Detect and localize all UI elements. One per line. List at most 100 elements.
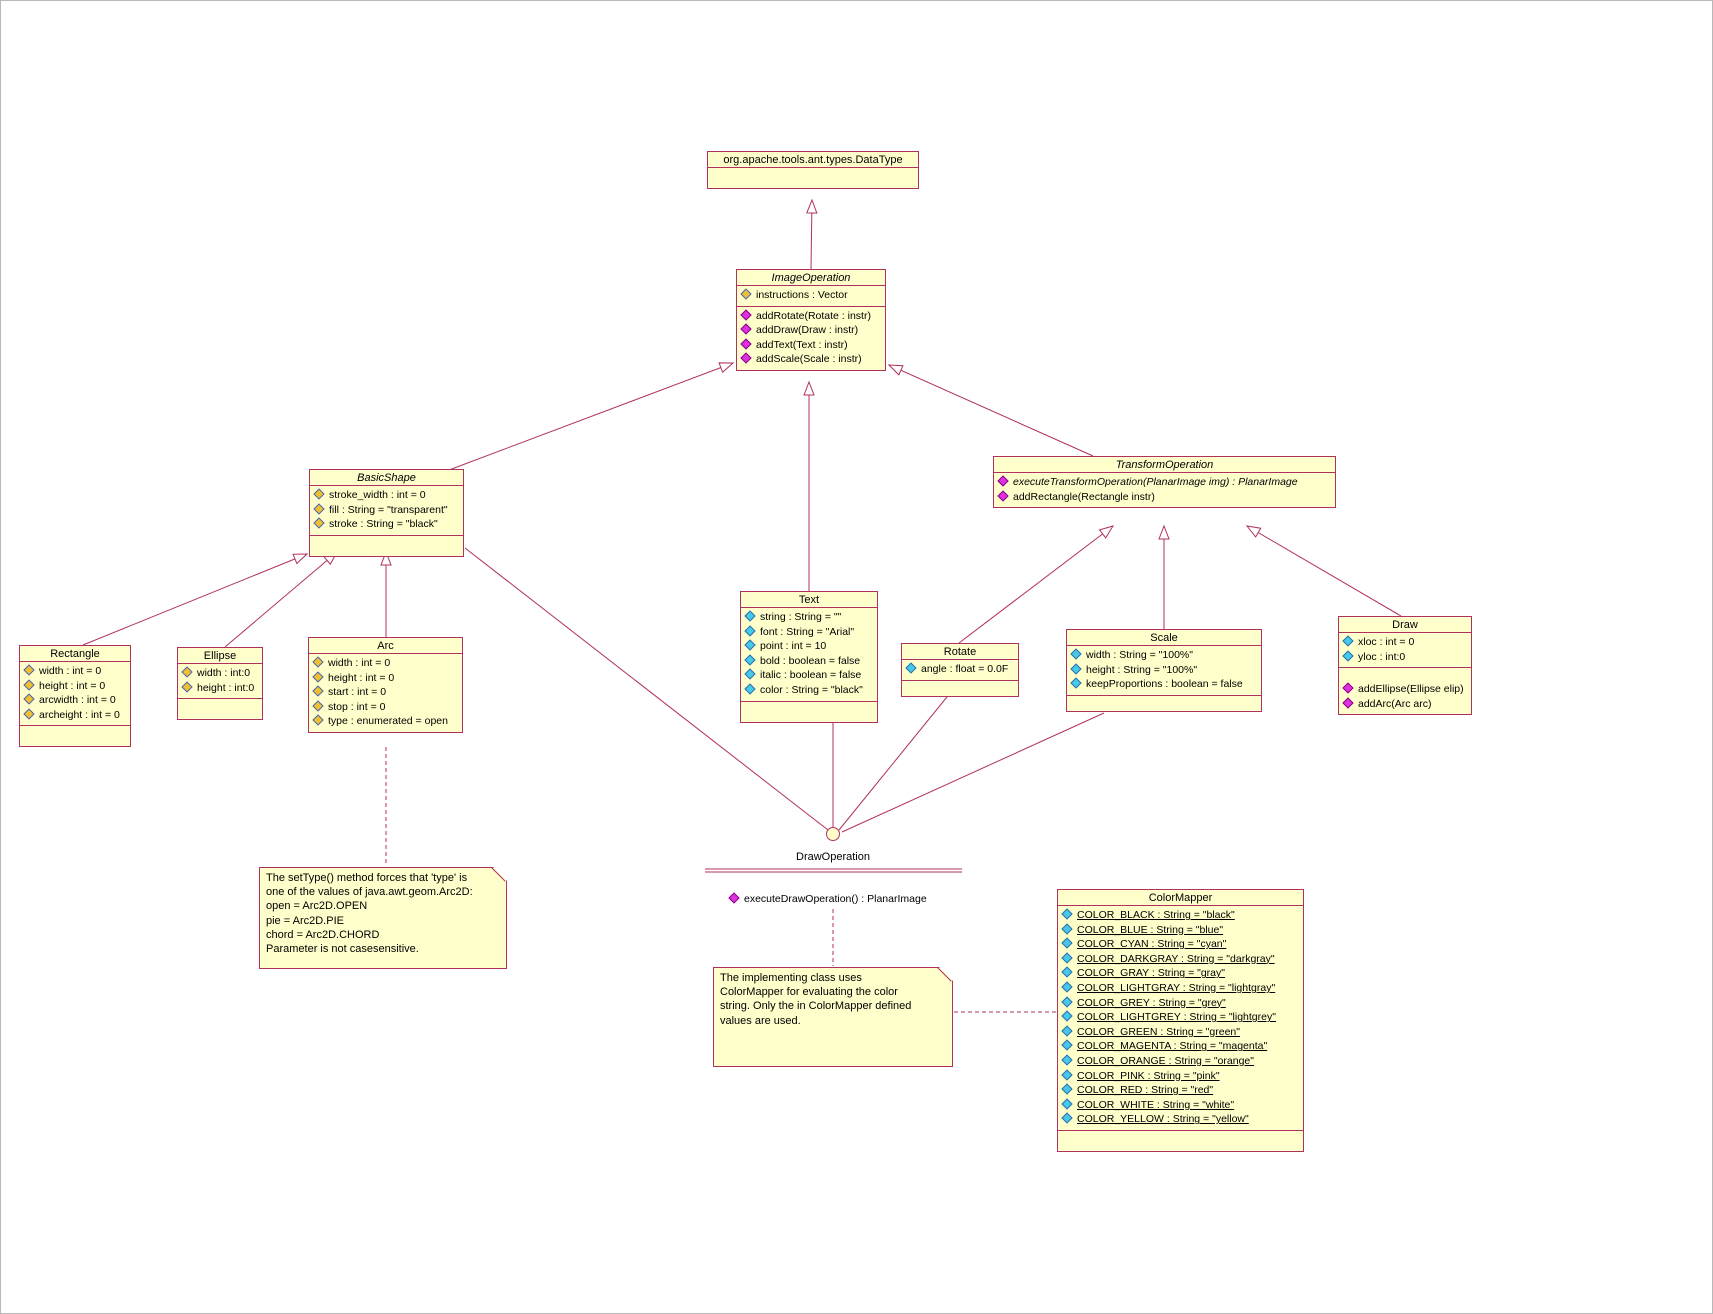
operation-row: addScale(Scale : instr) [740,352,882,367]
protected-attribute-icon [312,670,324,683]
attribute-row: point : int = 10 [744,639,874,654]
operation-row: addDraw(Draw : instr) [740,323,882,338]
attribute-row: color : String = "black" [744,683,874,698]
generalization-basicshape-imageoperation [448,362,735,471]
public-attribute-icon [1070,648,1082,660]
attribute-row: width : String = "100%" [1070,648,1258,663]
class-title: Draw [1392,619,1418,631]
empty-compartment [902,679,1018,696]
empty-compartment [20,725,130,746]
attribute-text: font : String = "Arial" [760,625,855,638]
attribute-row: COLOR_GREEN : String = "green" [1061,1025,1300,1040]
public-attribute-icon [744,654,756,666]
attribute-text: COLOR_RED : String = "red" [1077,1084,1214,1097]
class-title: ImageOperation [771,272,851,284]
generalization-transformoperation-imageoperation [887,364,1094,457]
attribute-row: fill : String = "transparent" [313,502,460,518]
operation-text: addRectangle(Rectangle instr) [1013,490,1155,503]
public-attribute-icon [1061,995,1073,1008]
class-colormapper: ColorMapper COLOR_BLACK : String = "blac… [1057,889,1304,1152]
public-attribute-icon [1342,635,1354,647]
operation-icon [740,308,752,321]
attribute-text: COLOR_CYAN : String = "cyan" [1077,938,1227,951]
public-attribute-icon [1061,1112,1073,1124]
attribute-text: COLOR_YELLOW : String = "yellow" [1077,1113,1249,1126]
public-attribute-icon [1061,1010,1073,1022]
protected-attribute-icon [23,664,35,676]
attribute-text: height : String = "100%" [1086,663,1198,676]
operation-icon [1342,682,1354,694]
operation-text: addArc(Arc arc) [1358,697,1432,710]
note-colormapper-usage: The implementing class uses ColorMapper … [713,967,953,1067]
attribute-text: height : int = 0 [328,671,395,684]
public-attribute-icon [744,683,756,695]
operation-row: addRectangle(Rectangle instr) [997,489,1332,505]
operations-compartment: addRotate(Rotate : instr) addDraw(Draw :… [737,305,885,370]
attribute-text: stroke_width : int = 0 [329,489,426,501]
protected-attribute-icon [312,714,324,727]
attribute-row: bold : boolean = false [744,654,874,669]
attribute-text: xloc : int = 0 [1358,636,1415,648]
attribute-row: COLOR_PINK : String = "pink" [1061,1068,1300,1084]
attribute-text: COLOR_BLACK : String = "black" [1077,909,1235,921]
attributes-compartment: width : int = 0 height : int = 0 start :… [309,653,462,732]
public-attribute-icon [1070,662,1082,675]
public-attribute-icon [1061,922,1073,935]
attributes-compartment: stroke_width : int = 0 fill : String = "… [310,485,463,535]
attribute-text: width : int = 0 [328,657,391,669]
attribute-text: COLOR_ORANGE : String = "orange" [1077,1054,1254,1067]
empty-compartment [741,700,877,722]
public-attribute-icon [1061,966,1073,979]
attribute-row: angle : float = 0.0F [905,662,1015,677]
attribute-row: COLOR_GREY : String = "grey" [1061,995,1300,1011]
attribute-text: start : int = 0 [328,686,387,699]
class-title: Rotate [943,646,977,658]
attribute-row: COLOR_LIGHTGRAY : String = "lightgray" [1061,981,1300,996]
operation-text: executeDrawOperation() : PlanarImage [744,893,927,905]
attribute-text: point : int = 10 [760,640,827,653]
attribute-text: width : int = 0 [39,665,102,677]
public-attribute-icon [1061,981,1073,993]
attribute-row: COLOR_LIGHTGREY : String = "lightgrey" [1061,1010,1300,1025]
attributes-compartment: instructions : Vector [737,285,885,306]
generalization-rectangle-basicshape [82,553,309,646]
protected-attribute-icon [313,517,325,529]
note-text: The setType() method forces that 'type' … [266,872,473,956]
public-attribute-icon [1061,1039,1073,1052]
operation-icon [997,475,1009,487]
operation-row: addArc(Arc arc) [1342,697,1468,712]
operation-text: addDraw(Draw : instr) [756,324,859,337]
protected-attribute-icon [312,700,324,712]
protected-attribute-icon [312,685,324,697]
class-rotate: Rotate angle : float = 0.0F [901,643,1019,697]
note-arc-settype: The setType() method forces that 'type' … [259,867,507,969]
operations-compartment: addEllipse(Ellipse elip) addArc(Arc arc) [1339,667,1471,714]
protected-attribute-icon [313,488,325,500]
class-title: Rectangle [50,648,100,660]
attribute-row: archeight : int = 0 [23,708,127,723]
class-title: BasicShape [357,472,416,484]
attribute-row: COLOR_ORANGE : String = "orange" [1061,1054,1300,1069]
public-attribute-icon [744,610,756,622]
attribute-text: COLOR_PINK : String = "pink" [1077,1069,1220,1082]
attribute-row: height : int = 0 [23,678,127,694]
protected-attribute-icon [23,708,35,720]
note-fold-icon [937,967,952,982]
attribute-row: stroke_width : int = 0 [313,488,460,503]
note-text: The implementing class uses ColorMapper … [720,972,912,1027]
class-title: org.apache.tools.ant.types.DataType [723,154,903,166]
attribute-text: COLOR_DARKGRAY : String = "darkgray" [1077,952,1275,965]
class-title: Text [798,594,820,606]
public-attribute-icon [905,662,917,674]
generalization-ellipse-basicshape [224,551,339,648]
operation-text: addText(Text : instr) [756,338,848,351]
operation-icon [997,489,1009,502]
attribute-row: COLOR_RED : String = "red" [1061,1083,1300,1098]
attribute-text: COLOR_GRAY : String = "gray" [1077,967,1225,980]
attribute-text: type : enumerated = open [328,715,448,728]
realization-rotate-drawoperation [838,691,952,831]
attribute-text: COLOR_GREEN : String = "green" [1077,1025,1240,1038]
operation-row: addRotate(Rotate : instr) [740,308,882,324]
generalization-rotate-transformoperation [958,525,1115,644]
attribute-row: COLOR_CYAN : String = "cyan" [1061,937,1300,952]
